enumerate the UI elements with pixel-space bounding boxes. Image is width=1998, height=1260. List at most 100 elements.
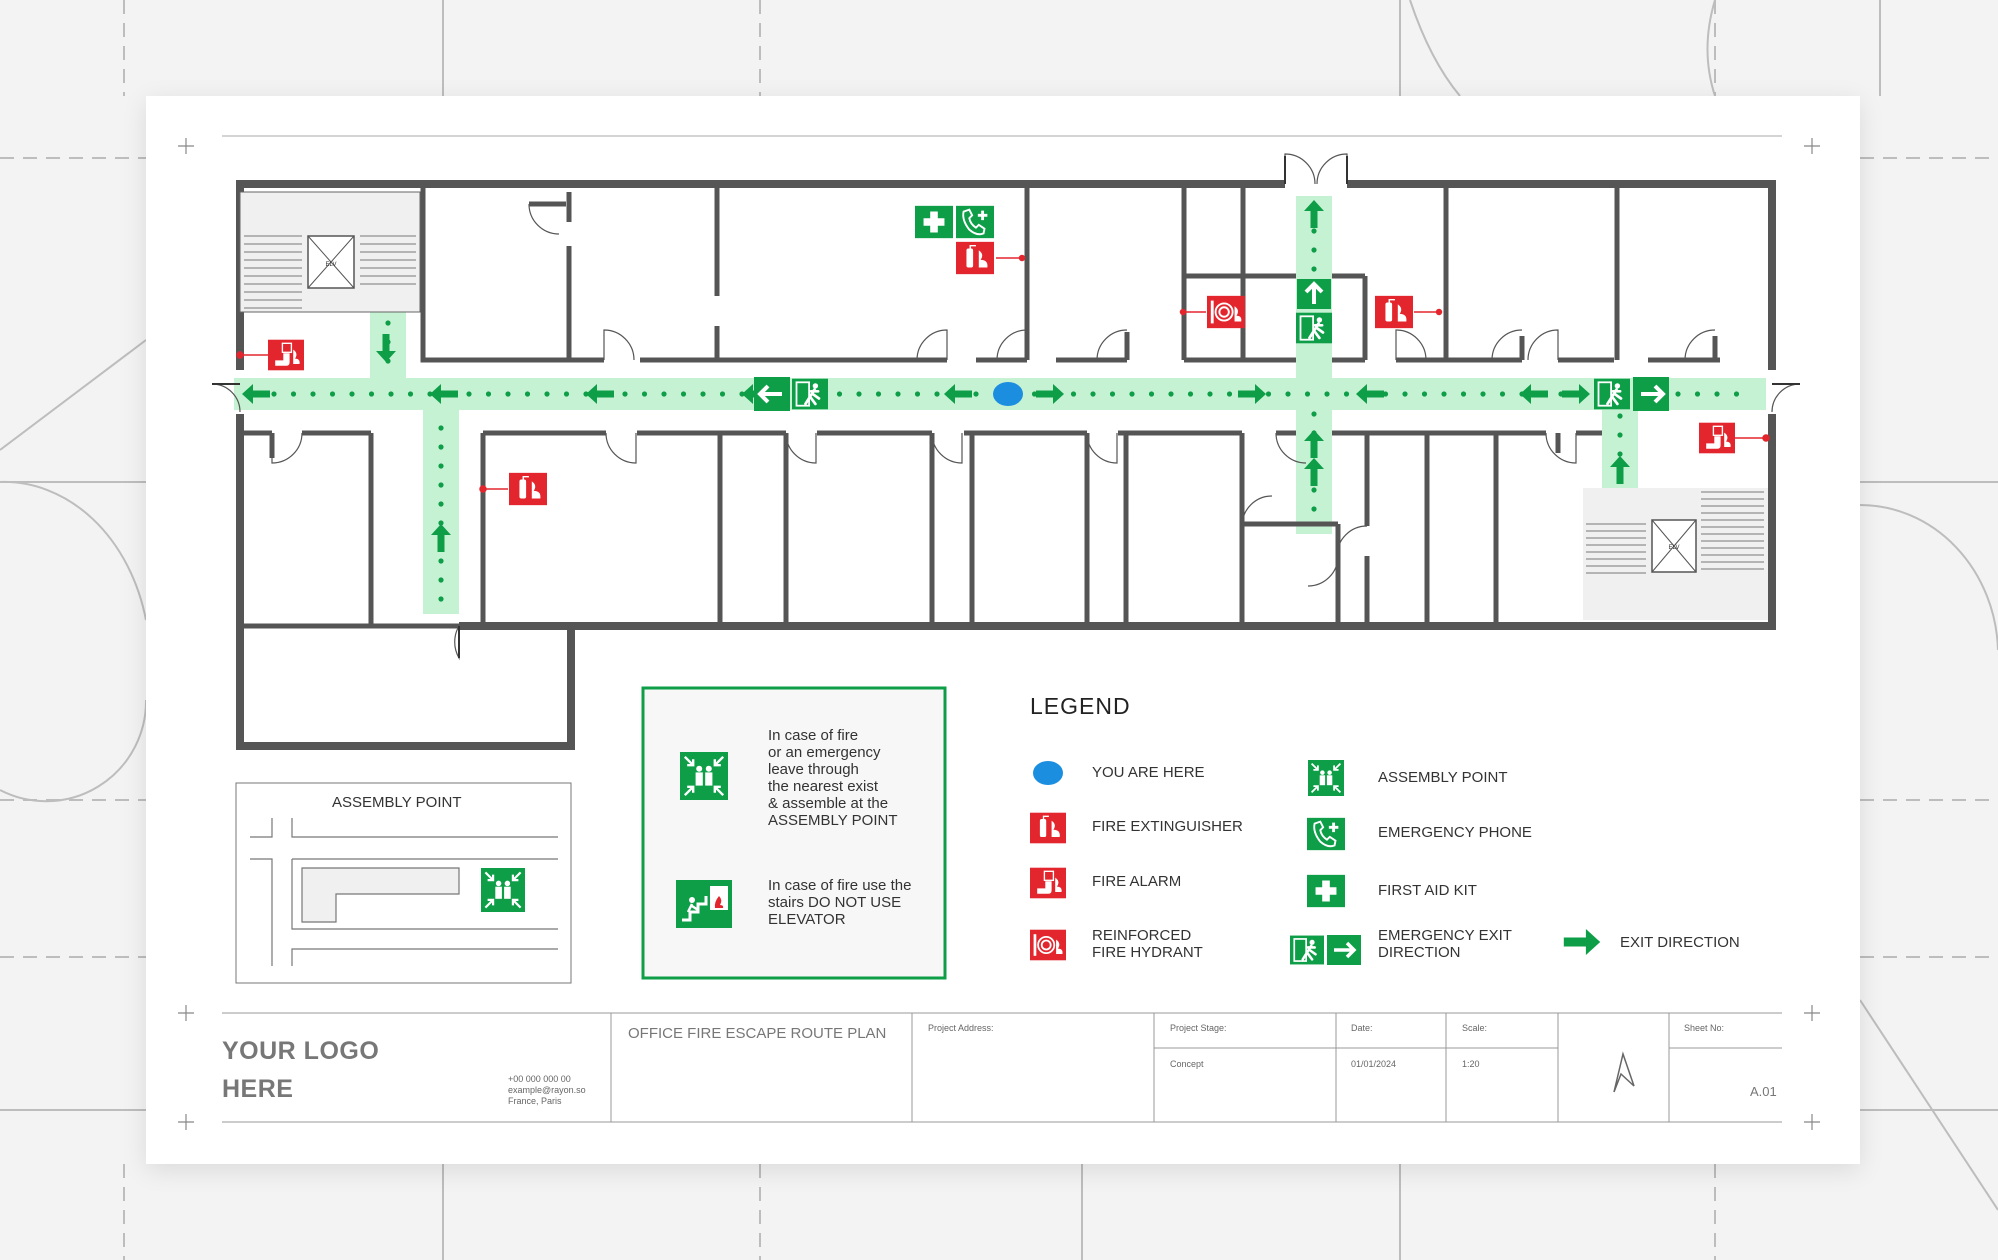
instruction-line: leave through — [768, 761, 859, 778]
route-dot — [1694, 391, 1701, 397]
route-dot — [438, 577, 444, 583]
date-label: Date: — [1351, 1023, 1373, 1033]
route-dot — [1031, 391, 1038, 397]
route-dot — [875, 391, 882, 397]
legend-label-emergency-exit-line1: EMERGENCY EXIT — [1378, 927, 1512, 944]
sheet-no-label: Sheet No: — [1684, 1023, 1725, 1033]
route-dot — [1617, 432, 1623, 438]
emergency-exit-icon — [1288, 934, 1326, 966]
project-stage-label: Project Stage: — [1170, 1023, 1227, 1033]
emergency-instructions-box — [641, 686, 947, 980]
route-dot — [505, 391, 511, 397]
logo-placeholder: YOUR LOGO HERE — [222, 1032, 379, 1108]
you-are-here-icon — [1033, 761, 1063, 785]
contact-phone: +00 000 000 00 — [508, 1074, 571, 1084]
route-dot — [1311, 228, 1317, 234]
project-stage-value: Concept — [1170, 1059, 1204, 1069]
assembly-point-icon — [1307, 759, 1345, 797]
legend-label-you-are-here: YOU ARE HERE — [1092, 764, 1205, 781]
route-dot — [368, 391, 375, 397]
route-dot — [1187, 391, 1194, 397]
emergency-exit-icon — [1294, 311, 1334, 345]
fire-extinguisher-icon — [955, 241, 995, 275]
legend-label-emergency-exit-line2: DIRECTION — [1378, 944, 1461, 961]
legend-label-emergency-phone: EMERGENCY PHONE — [1378, 824, 1532, 841]
route-dot — [973, 391, 979, 397]
route-dot — [544, 391, 550, 397]
logo-line: YOUR LOGO — [222, 1037, 380, 1065]
legend-label-fire-hydrant-line1: REINFORCED — [1092, 927, 1192, 944]
assembly-point-icon — [479, 866, 527, 914]
plan-title: OFFICE FIRE ESCAPE ROUTE PLAN — [628, 1025, 887, 1042]
route-dot — [349, 391, 355, 397]
route-dot — [310, 391, 316, 397]
legend-label-exit-direction: EXIT DIRECTION — [1620, 934, 1740, 951]
assembly-map — [235, 782, 572, 984]
logo-line: HERE — [222, 1075, 294, 1103]
route-dot — [438, 596, 444, 602]
route-dot — [290, 391, 297, 397]
route-dot — [438, 425, 444, 431]
route-dot — [622, 391, 628, 397]
route-dot — [271, 391, 277, 397]
route-dot — [329, 391, 336, 397]
fire-alarm-icon — [1029, 867, 1067, 899]
instruction-line: ASSEMBLY POINT — [768, 812, 898, 829]
title-block — [222, 1012, 1782, 1123]
legend-label-first-aid: FIRST AID KIT — [1378, 882, 1477, 899]
route-dot — [1070, 391, 1077, 397]
route-dot — [1499, 391, 1506, 397]
instruction-line: or an emergency — [768, 744, 881, 761]
route-dot — [485, 391, 492, 397]
route-dot — [438, 444, 444, 450]
route-dot — [385, 320, 391, 326]
legend-icons — [1029, 759, 1601, 966]
route-dot — [438, 482, 444, 488]
route-dot — [1265, 391, 1272, 397]
fire-hydrant-icon — [1206, 294, 1246, 330]
emergency-phone-icon — [1305, 816, 1347, 852]
route-dot — [1311, 266, 1317, 272]
fire-alarm-icon — [267, 339, 305, 371]
route-dot — [438, 501, 444, 507]
you-are-here-icon — [993, 382, 1023, 406]
route-dot — [1460, 391, 1467, 397]
route-dot — [1733, 391, 1740, 397]
plan-signs — [236, 204, 1770, 506]
legend-label-fire-alarm: FIRE ALARM — [1092, 873, 1182, 890]
fire-extinguisher-icon — [1374, 295, 1414, 329]
instruction-line: stairs DO NOT USE — [768, 894, 902, 911]
north-arrow-icon — [1613, 1051, 1635, 1093]
route-dot — [1090, 391, 1096, 397]
route-dot — [1617, 413, 1623, 419]
route-dot — [438, 558, 444, 564]
contact-location: France, Paris — [508, 1096, 562, 1106]
instruction-stairs: In case of fire use the stairs DO NOT US… — [768, 877, 911, 928]
scale-label: Scale: — [1462, 1023, 1488, 1033]
instruction-line: In case of fire use the — [768, 877, 912, 894]
assembly-point-icon — [678, 750, 730, 802]
project-address-label: Project Address: — [928, 1023, 994, 1033]
instruction-line: ELEVATOR — [768, 911, 846, 928]
assembly-map-title: ASSEMBLY POINT — [332, 794, 462, 811]
exit-arrow-icon — [1563, 929, 1601, 955]
route-dot — [934, 391, 940, 397]
route-dot — [700, 391, 706, 397]
route-dot — [1311, 487, 1317, 493]
route-dot — [1421, 391, 1428, 397]
contact-info: +00 000 000 00 example@rayon.so France, … — [508, 1074, 586, 1107]
route-dot — [1285, 391, 1291, 397]
route-dot — [661, 391, 667, 397]
legend-label-assembly-point: ASSEMBLY POINT — [1378, 769, 1508, 786]
route-dot — [1675, 391, 1681, 397]
route-dot — [1324, 391, 1330, 397]
legend-label-fire-extinguisher: FIRE EXTINGUISHER — [1092, 818, 1243, 835]
route-dot — [1311, 411, 1317, 417]
route-dot — [1304, 391, 1311, 397]
route-dot — [1311, 506, 1317, 512]
instruction-line: & assemble at the — [768, 795, 889, 812]
fire-hydrant-icon — [1029, 928, 1067, 962]
route-dot — [680, 391, 687, 397]
fire-alarm-icon — [1698, 422, 1736, 454]
route-dot — [1168, 391, 1174, 397]
